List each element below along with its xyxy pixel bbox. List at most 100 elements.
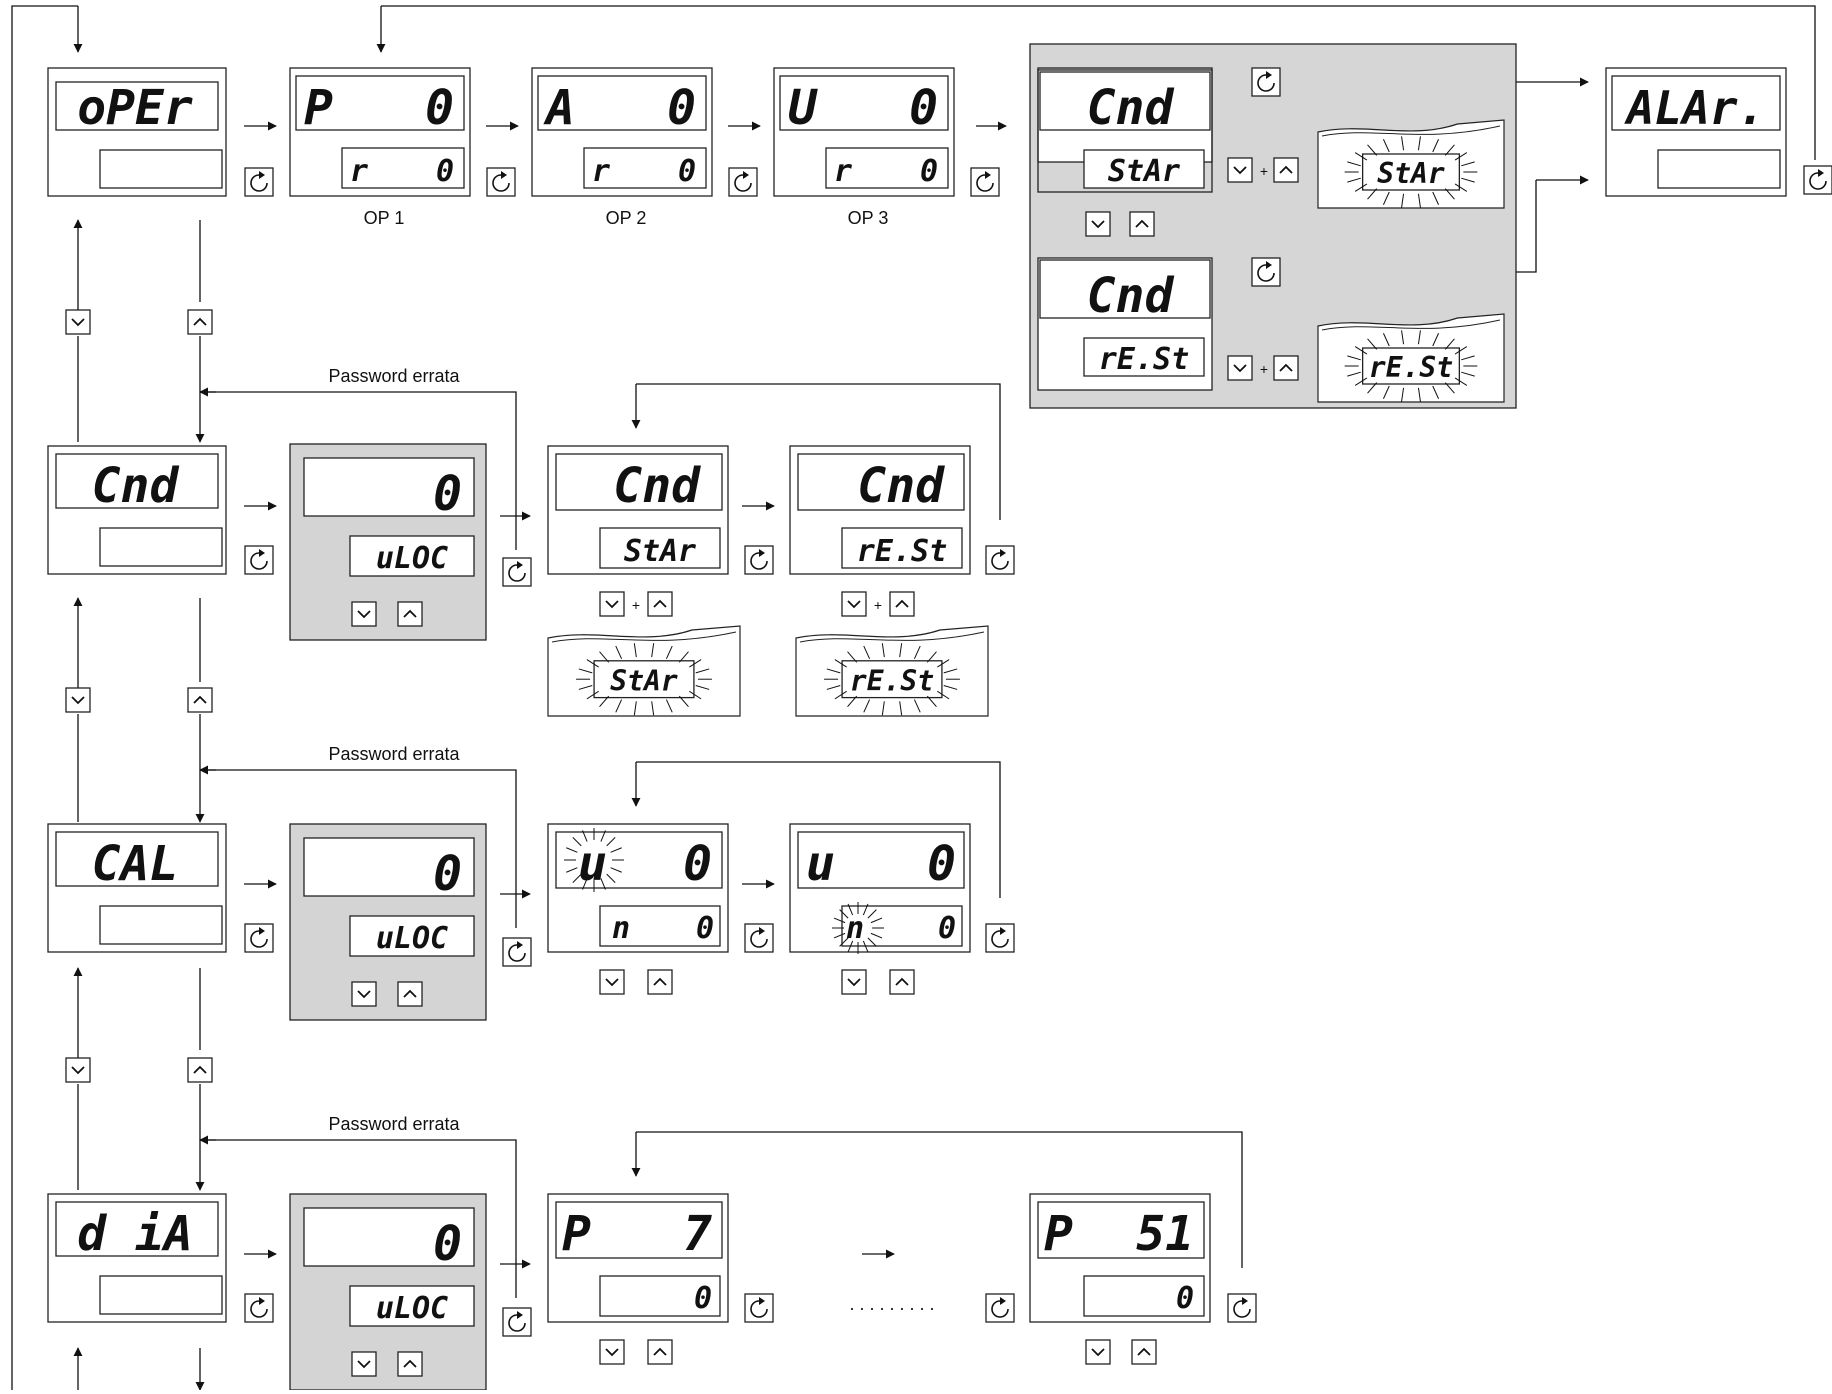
oper-top-text: oPEr: [77, 80, 193, 136]
cmd-start-up-key[interactable]: [1273, 157, 1299, 183]
cmd-start-blink-text: StAr: [1377, 157, 1445, 190]
op1-cycle-key[interactable]: [486, 167, 516, 197]
chevron-up-icon: [1135, 219, 1149, 228]
dia-last-down-key[interactable]: [1085, 1339, 1111, 1365]
dia-password-display-bottom-text: uLOC: [376, 1291, 448, 1326]
dia-last-cycle-key[interactable]: [1227, 1293, 1257, 1323]
nav-up-key-1[interactable]: [187, 687, 213, 713]
cmd-start-down-key[interactable]: [1227, 157, 1253, 183]
op2-cycle-key[interactable]: [728, 167, 758, 197]
dia-ellipsis: . . . . . . . . .: [849, 1294, 934, 1314]
dia-password-display-down-key[interactable]: [351, 1351, 377, 1377]
dia-ellipsis-cycle-key[interactable]: [985, 1293, 1015, 1323]
oper-menu-display: [47, 67, 227, 197]
dia-first-cycle-key[interactable]: [744, 1293, 774, 1323]
cnd-menu-display-top-text: Cnd: [92, 458, 180, 514]
cmd-reset-down-key[interactable]: [1227, 355, 1253, 381]
cycle-arrow-icon: [250, 1300, 268, 1318]
cmd-up-key[interactable]: [1129, 211, 1155, 237]
cal-param1-top-left: u: [578, 836, 607, 892]
cal-param1-up-key[interactable]: [647, 969, 673, 995]
cnd-reset-up-key[interactable]: [889, 591, 915, 617]
dia-first-down-key[interactable]: [599, 1339, 625, 1365]
cnd-password-display: [289, 443, 487, 641]
dia-menu-display-top-window: [55, 1201, 219, 1257]
dia-password-display-up-key[interactable]: [397, 1351, 423, 1377]
chevron-up-icon: [895, 599, 909, 608]
dia-first-up-key[interactable]: [647, 1339, 673, 1365]
chevron-down-icon: [71, 696, 85, 705]
op1-top-right: 0: [425, 80, 454, 136]
cmd-start-top-window: [1039, 71, 1211, 131]
cnd-start-top-window: [555, 453, 723, 511]
chevron-up-icon: [193, 1065, 207, 1074]
cnd-reset-cycle-key[interactable]: [985, 545, 1015, 575]
cal-password-display-down-key[interactable]: [351, 981, 377, 1007]
cal-param2-cycle-key[interactable]: [985, 923, 1015, 953]
chevron-up-icon: [1279, 165, 1293, 174]
cnd-password-display-up-key[interactable]: [397, 601, 423, 627]
cnd-start-cycle-key[interactable]: [744, 545, 774, 575]
chevron-down-icon: [1091, 1348, 1105, 1357]
cycle-arrow-icon: [1257, 74, 1275, 92]
cal-password-error-label: Password errata: [328, 744, 460, 764]
cmd-reset-up-key[interactable]: [1273, 355, 1299, 381]
cnd-menu-display-bottom-window: [99, 527, 223, 567]
dia-menu-display-cycle-key[interactable]: [244, 1293, 274, 1323]
cal-param1-display: [547, 823, 729, 953]
cnd-start-blink-rays: [576, 643, 712, 716]
cal-param2-up-key[interactable]: [889, 969, 915, 995]
cnd-start-up-key[interactable]: [647, 591, 673, 617]
dia-first-display: [547, 1193, 729, 1323]
cmd-reset-blink-rays: [1344, 330, 1478, 402]
op3-cycle-key[interactable]: [970, 167, 1000, 197]
dia-last-top-window: [1037, 1201, 1205, 1259]
cnd-reset-top-text: Cnd: [857, 458, 945, 514]
cnd-start-down-key[interactable]: [599, 591, 625, 617]
nav-down-key-0[interactable]: [65, 309, 91, 335]
cycle-arrow-icon: [750, 552, 768, 570]
dia-password-display-cycle-key[interactable]: [502, 1307, 532, 1337]
oper-bottom-window: [99, 149, 223, 189]
alarm-cycle-key[interactable]: [1803, 165, 1832, 195]
cnd-reset-blink: rE.St: [795, 625, 989, 717]
cnd-password-error-path: [200, 391, 517, 550]
oper-cycle-key[interactable]: [244, 167, 274, 197]
nav-up-key-2[interactable]: [187, 1057, 213, 1083]
chevron-up-icon: [403, 1359, 417, 1368]
op2-top-right: 0: [667, 80, 696, 136]
cal-password-display-bottom-window: [349, 915, 475, 957]
nav-down-key-1[interactable]: [65, 687, 91, 713]
plus-sign: +: [874, 597, 882, 613]
cal-param2-top-right: 0: [927, 836, 956, 892]
dia-last-up-key[interactable]: [1131, 1339, 1157, 1365]
nav-down-key-2[interactable]: [65, 1057, 91, 1083]
cnd-reset-down-key[interactable]: [841, 591, 867, 617]
chevron-up-icon: [1279, 363, 1293, 372]
cnd-loop-path: [636, 383, 1001, 520]
nav-up-key-0[interactable]: [187, 309, 213, 335]
cnd-password-display-cycle-key[interactable]: [502, 557, 532, 587]
cal-password-display-cycle-key[interactable]: [502, 937, 532, 967]
cmd-reset-cycle-key[interactable]: [1251, 257, 1281, 287]
cmd-start-blink: StAr: [1317, 119, 1505, 209]
cnd-menu-display-cycle-key[interactable]: [244, 545, 274, 575]
cnd-reset-display: [789, 445, 971, 575]
cmd-start-cycle-key[interactable]: [1251, 67, 1281, 97]
op2-bottom-left: r: [592, 154, 610, 189]
cal-param1-cycle-key[interactable]: [744, 923, 774, 953]
cal-menu-display-cycle-key[interactable]: [244, 923, 274, 953]
cal-param1-top-window: [555, 831, 723, 889]
dia-password-display-top-window: [303, 1207, 475, 1267]
cal-param1-down-key[interactable]: [599, 969, 625, 995]
cal-password-display-up-key[interactable]: [397, 981, 423, 1007]
op2-bottom-window: [583, 147, 707, 189]
op1-top-window: [295, 75, 465, 131]
cmd-down-key[interactable]: [1085, 211, 1111, 237]
cnd-password-display-down-key[interactable]: [351, 601, 377, 627]
cal-param2-bottom-window: [841, 905, 963, 947]
cal-param2-down-key[interactable]: [841, 969, 867, 995]
oper-top-window: [55, 81, 219, 131]
op3-top-window: [779, 75, 949, 131]
